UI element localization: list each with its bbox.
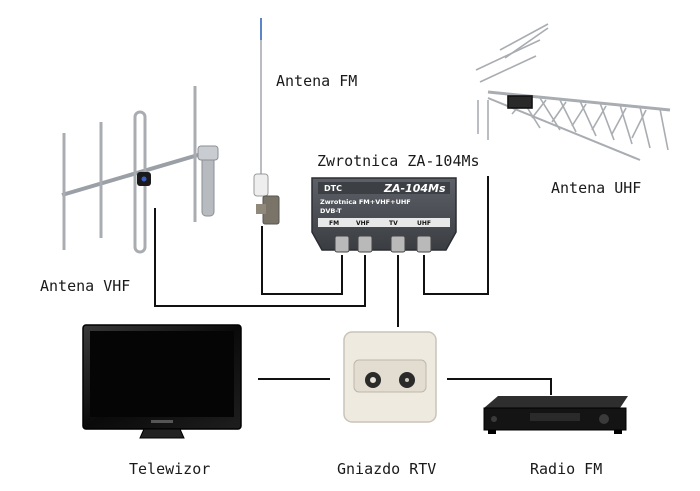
label-radio: Radio FM [530,460,602,478]
antenna-fm [253,18,280,225]
splitter-desc: Zwrotnica FM+VHF+UHF [320,198,411,206]
radio-fm [483,396,628,434]
label-splitter: Zwrotnica ZA-104Ms [317,152,480,170]
antenna-uhf [475,23,671,161]
port-fm-connector [334,235,350,253]
port-tv-connector [390,235,406,253]
port-uhf-connector [416,235,432,253]
splitter-brand: DTC [324,184,342,193]
wire-vhf [154,208,366,307]
splitter: DTC ZA-104Ms Zwrotnica FM+VHF+UHF DVB-T … [311,177,457,253]
splitter-mode: DVB-T [320,207,342,215]
port-label-tv: TV [389,220,398,227]
wire-fm [261,226,343,295]
label-antenna-fm: Antena FM [276,72,357,90]
label-tv: Telewizor [129,460,210,478]
wires [154,176,552,395]
port-label-vhf: VHF [356,220,370,227]
television [82,324,242,439]
port-vhf-connector [357,235,373,253]
antenna-vhf [61,86,219,254]
label-socket: Gniazdo RTV [337,460,436,478]
port-label-uhf: UHF [417,220,431,227]
splitter-model: ZA-104Ms [383,182,446,195]
rtv-socket [343,331,437,423]
label-antenna-vhf: Antena VHF [40,277,130,295]
wire-uhf [423,176,489,295]
port-label-fm: FM [329,220,339,227]
label-antenna-uhf: Antena UHF [551,179,641,197]
wire-socket-radio [447,378,552,395]
